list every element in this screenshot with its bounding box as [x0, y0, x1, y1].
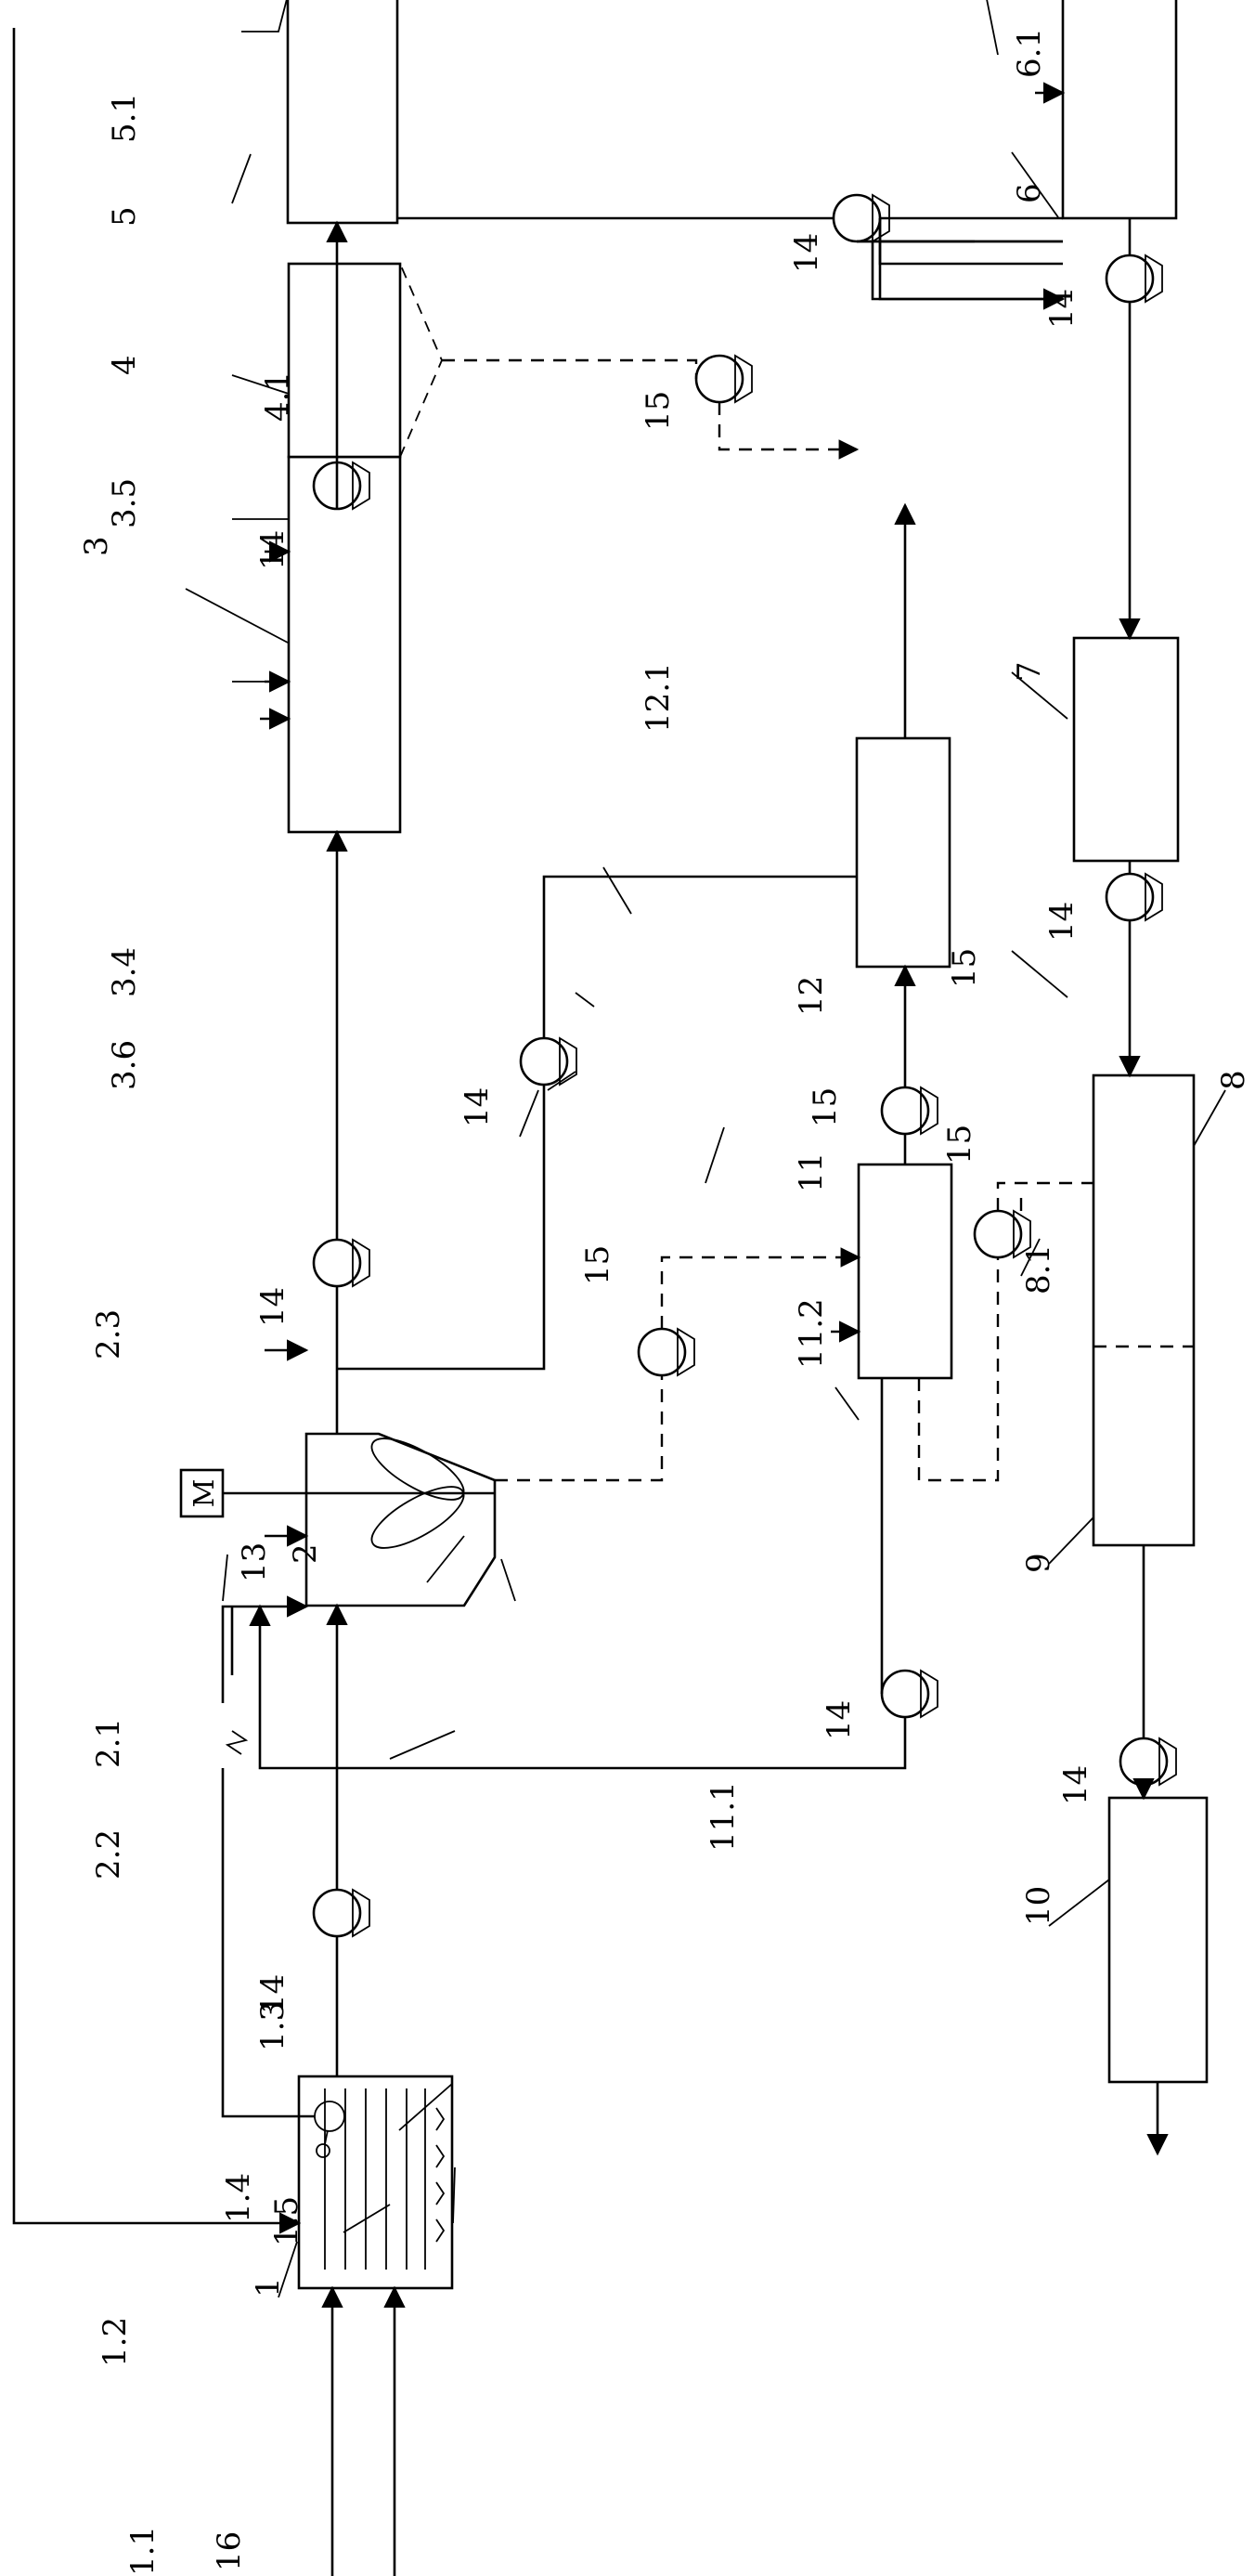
label-5: 5	[106, 206, 143, 227]
tank-5	[286, 0, 399, 225]
pump-15-c	[880, 1086, 938, 1136]
label-pump-14-f: 14	[821, 1700, 858, 1740]
pump-15-a	[637, 1327, 695, 1377]
tank-10	[1107, 1796, 1209, 2084]
label-7: 7	[1011, 661, 1048, 682]
label-pump-15-d: 15	[946, 948, 983, 988]
tank-8-9	[1092, 1073, 1196, 1547]
pump-14-g	[1105, 254, 1163, 304]
label-3-5: 3.5	[106, 478, 143, 528]
label-pump-14-e: 14	[459, 1087, 496, 1127]
label-4-1: 4.1	[259, 371, 296, 422]
pump-14-a	[312, 1888, 370, 1938]
reactor-2: M	[179, 1432, 497, 1607]
label-12-1: 12.1	[640, 662, 677, 733]
label-pump-14-b: 14	[254, 1287, 291, 1327]
vessel-1	[297, 2075, 454, 2290]
label-1-4: 1.4	[220, 2173, 257, 2223]
tank-7	[1072, 636, 1180, 863]
label-1-1: 1.1	[124, 2526, 162, 2576]
label-6: 6	[1011, 183, 1048, 203]
label-1-5: 1.5	[268, 2196, 305, 2246]
label-pump-14-a: 14	[254, 1974, 291, 2014]
label-3-6: 3.6	[106, 1040, 143, 1090]
label-pump-14-h: 14	[1043, 902, 1080, 942]
tank-6	[1061, 0, 1178, 220]
labels: 1.1 16 1.2 1 1.4 1.5 1.3 2.2 2.1 2.3 2 1…	[78, 28, 1252, 2576]
pump-15-b	[694, 354, 753, 404]
pump-14-b	[312, 1238, 370, 1288]
label-16: 16	[211, 2531, 248, 2571]
label-11-2: 11.2	[793, 1298, 830, 1369]
dashed-lines	[442, 358, 1093, 1482]
tank-4	[287, 262, 443, 459]
label-3: 3	[78, 536, 115, 556]
label-11: 11	[793, 1152, 830, 1192]
tank-12	[855, 736, 951, 969]
label-9: 9	[1020, 1553, 1057, 1573]
label-8: 8	[1215, 1070, 1252, 1090]
label-pump-15-c: 15	[807, 1087, 844, 1127]
label-pump-14-g: 14	[1043, 289, 1080, 329]
label-1: 1	[250, 2277, 287, 2297]
pump-14-e	[519, 1036, 577, 1086]
leader-lines	[185, 0, 1226, 2298]
rotated-canvas: M	[12, 0, 1252, 2576]
label-4: 4	[106, 355, 143, 375]
motor-label: M	[188, 1479, 221, 1508]
tank-3	[287, 455, 402, 834]
label-pump-15-e: 15	[941, 1125, 978, 1164]
label-2-1: 2.1	[90, 1718, 127, 1768]
label-8-1: 8.1	[1020, 1244, 1057, 1295]
pump-14-h	[1105, 872, 1163, 922]
tank-11	[857, 1163, 953, 1380]
pump-14-i	[1119, 1737, 1177, 1787]
label-pump-15-b: 15	[640, 391, 677, 431]
label-pump-14-i: 14	[1057, 1765, 1094, 1805]
label-2: 2	[287, 1543, 324, 1564]
flow-lines	[12, 28, 1169, 2576]
label-10: 10	[1020, 1886, 1057, 1926]
pump-14-f	[880, 1669, 938, 1719]
label-pump-14-d: 14	[788, 233, 825, 273]
label-11-1: 11.1	[705, 1781, 742, 1852]
label-3-4: 3.4	[106, 947, 143, 997]
label-2-2: 2.2	[90, 1829, 127, 1880]
label-12: 12	[793, 976, 830, 1016]
label-13: 13	[236, 1542, 273, 1582]
label-pump-14-c: 14	[254, 530, 291, 570]
label-1-2: 1.2	[97, 2317, 134, 2367]
label-6-1: 6.1	[1011, 28, 1048, 78]
label-5-1: 5.1	[106, 93, 143, 143]
label-pump-15-a: 15	[579, 1245, 616, 1285]
label-1-3: 1.3	[254, 2001, 291, 2051]
label-2-3: 2.3	[90, 1309, 127, 1360]
